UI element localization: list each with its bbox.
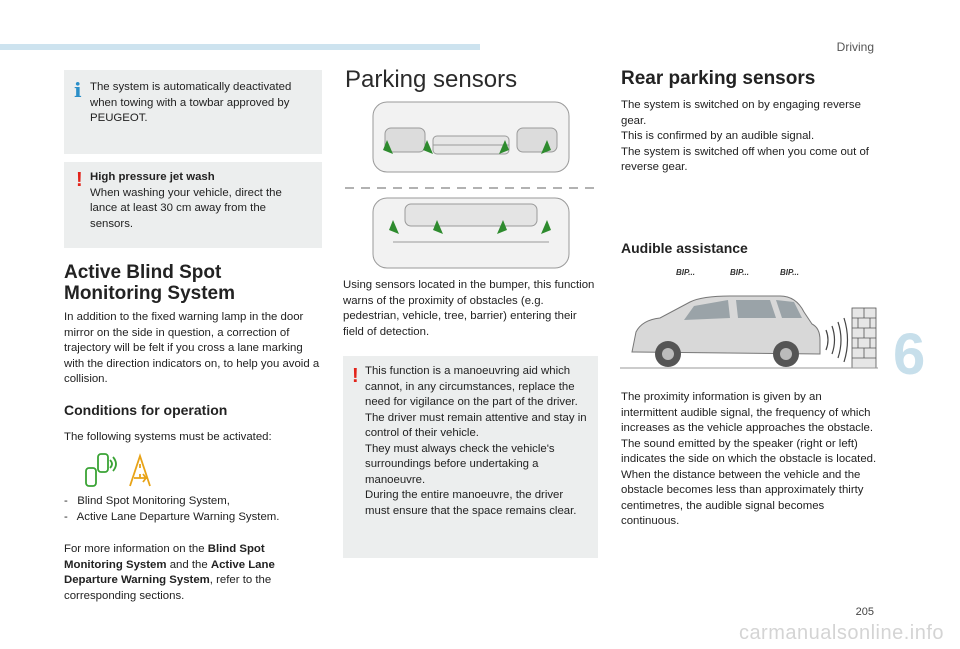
proximity-line: The sound emitted by the speaker (right … (621, 437, 877, 466)
page-number: 205 (855, 606, 874, 618)
proximity-line: When the distance between the vehicle an… (621, 468, 864, 528)
warning-icon: ! (352, 365, 359, 387)
blind-spot-icon (85, 453, 117, 487)
bumper-sensors-diagram (345, 101, 597, 269)
warning-box-jet-wash: ! High pressure jet wash When washing yo… (64, 162, 322, 248)
systems-list: - Blind Spot Monitoring System, - Active… (64, 494, 326, 525)
parking-sensors-text: Using sensors located in the bumper, thi… (343, 279, 595, 338)
info-box-text: The system is automatically deactivated … (90, 81, 292, 124)
more-info-text: For more information on the Blind Spot M… (64, 542, 326, 604)
watermark: carmanualsonline.info (738, 622, 944, 644)
warning-title: High pressure jet wash (90, 171, 215, 183)
header-accent-bar (0, 44, 480, 50)
car-approaching-wall-illustration (620, 295, 878, 369)
section-label: Driving (836, 40, 874, 54)
warning-box-manoeuvre: ! This function is a manoeuvring aid whi… (343, 356, 598, 558)
more-info-part: , refer to the corresponding sections. (64, 574, 272, 602)
more-info-link-lda: Active Lane Departure Warning System (64, 558, 275, 587)
sensor-arrows (383, 140, 551, 234)
conditions-text: The following systems must be activated: (64, 431, 272, 443)
rear-parking-line: The system is switched off when you come… (621, 145, 869, 174)
warning-text: When washing your vehicle, direct the la… (90, 186, 282, 230)
warning-icon: ! (76, 169, 83, 191)
bip-label: BIP... (780, 268, 799, 277)
list-item: - Blind Spot Monitoring System, (64, 495, 230, 507)
more-info-part: and the (166, 558, 211, 571)
info-box: i The system is automatically deactivate… (64, 70, 322, 154)
lane-departure-icon (129, 453, 151, 487)
bip-label: BIP... (730, 268, 749, 277)
more-info-part: For more information on the (64, 543, 208, 555)
abs-heading-line-2: Monitoring System (64, 283, 236, 304)
audible-assistance-heading: Audible assistance (621, 240, 748, 256)
rear-parking-text: The system is switched on by engaging re… (621, 98, 879, 176)
conditions-heading: Conditions for operation (64, 402, 228, 418)
manoeuvre-warning-line: The driver must remain attentive and sta… (365, 411, 587, 440)
more-info-link-bsm: Blind Spot Monitoring System (64, 543, 265, 571)
manoeuvre-warning-line: During the entire manoeuvre, the driver … (365, 489, 577, 517)
manoeuvre-warning-line: They must always check the vehicle's sur… (365, 442, 555, 486)
car-icon (631, 295, 821, 367)
rear-parking-title: Rear parking sensors (621, 68, 816, 89)
rear-parking-line: The system is switched on by engaging re… (621, 99, 861, 127)
bip-label: BIP... (676, 268, 695, 277)
info-icon: i (74, 78, 82, 102)
parking-sensors-title: Parking sensors (345, 66, 518, 93)
rear-parking-line: This is confirmed by an audible signal. (621, 130, 815, 142)
abs-heading: Active Blind Spot Monitoring System (64, 262, 324, 304)
proximity-text: The proximity information is given by an… (621, 390, 881, 530)
chapter-number: 6 (893, 322, 926, 387)
proximity-line: The proximity information is given by an… (621, 391, 874, 434)
manoeuvre-warning-line: This function is a manoeuvring aid which… (365, 365, 578, 408)
wall-icon (851, 307, 877, 369)
lane-assist-icons (85, 453, 151, 487)
abs-text: In addition to the fixed warning lamp in… (64, 311, 320, 385)
sound-waves-icon (825, 317, 849, 363)
list-item: - Active Lane Departure Warning System. (64, 510, 280, 523)
abs-heading-line-1: Active Blind Spot (64, 262, 222, 283)
